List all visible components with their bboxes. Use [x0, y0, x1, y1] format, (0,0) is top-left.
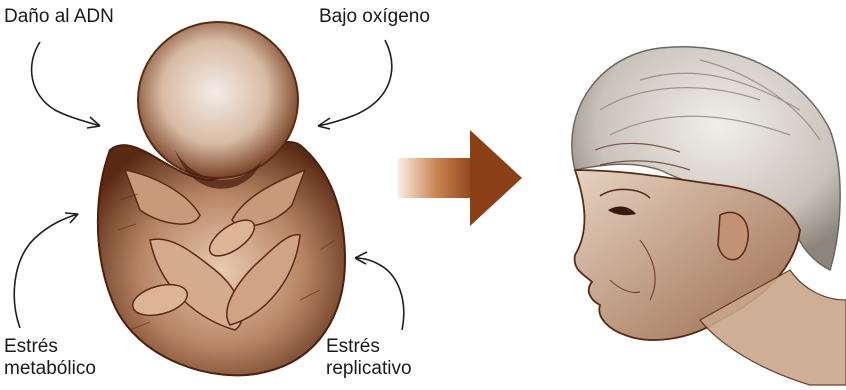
- label-replicative-stress-line1: Estrés: [326, 336, 412, 358]
- arrow-dna-damage: [32, 42, 100, 126]
- transition-arrow: [398, 130, 522, 226]
- label-low-oxygen-text: Bajo oxígeno: [319, 6, 430, 28]
- label-low-oxygen: Bajo oxígeno: [319, 6, 430, 28]
- label-replicative-stress-line2: replicativo: [326, 358, 412, 380]
- arrow-low-oxygen: [318, 40, 392, 126]
- label-metabolic-stress-line2: metabólico: [4, 358, 96, 380]
- label-dna-damage: Daño al ADN: [4, 6, 114, 28]
- arrow-replicative-stress: [355, 258, 404, 330]
- label-replicative-stress: Estrés replicativo: [326, 336, 412, 380]
- label-dna-damage-text: Daño al ADN: [4, 6, 114, 28]
- label-metabolic-stress-line1: Estrés: [4, 336, 96, 358]
- arrow-metabolic-stress: [14, 214, 78, 328]
- label-metabolic-stress: Estrés metabólico: [4, 336, 96, 380]
- fetus-illustration: [98, 22, 345, 375]
- elderly-woman-illustration: [572, 47, 846, 385]
